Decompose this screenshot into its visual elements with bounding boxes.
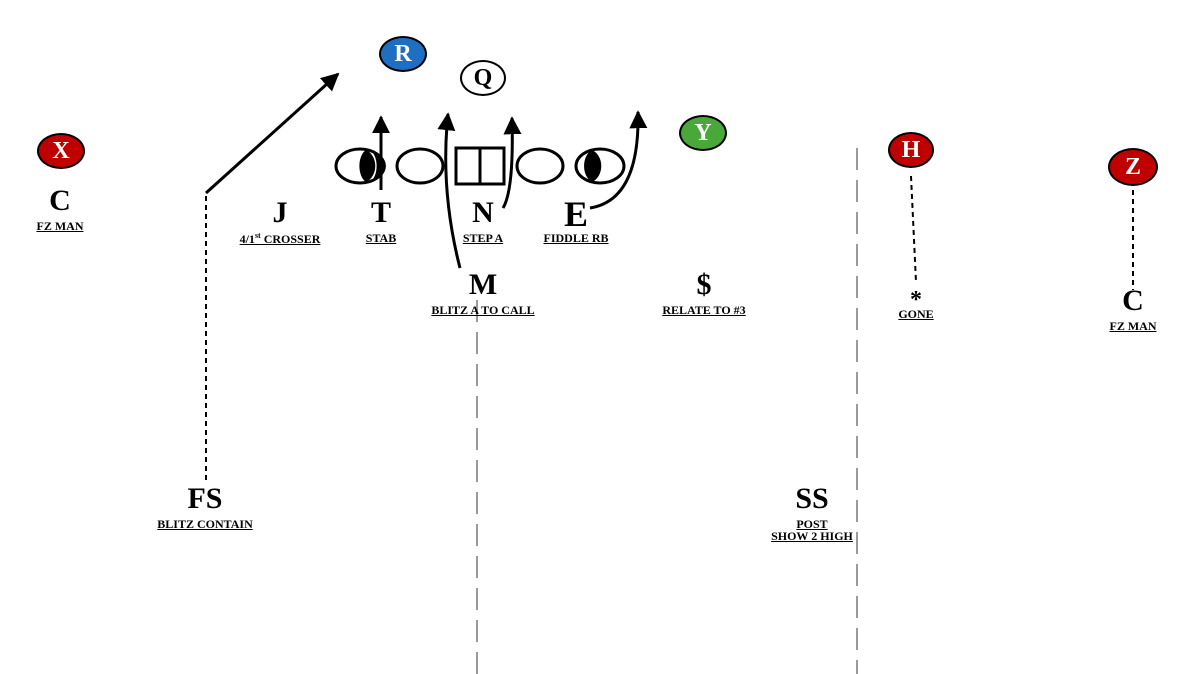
player-y: Y [679, 115, 727, 151]
left-guard [395, 147, 445, 185]
defender-e: E FIDDLE RB [543, 194, 609, 245]
player-z: Z [1108, 148, 1158, 186]
player-r: R [379, 36, 427, 72]
right-guard [515, 147, 565, 185]
defender-ss: SS POST SHOW 2 HIGH [771, 482, 853, 543]
player-q: Q [460, 60, 506, 96]
right-tackle [574, 147, 626, 185]
defender-c-left: C FZ MAN [36, 184, 84, 233]
player-h: H [888, 132, 934, 168]
center [454, 146, 506, 186]
defender-star: * GONE [898, 287, 934, 321]
n-step-arrow [501, 116, 522, 209]
j-task: 4/1st CROSSER [239, 231, 321, 246]
defender-m: M BLITZ A TO CALL [431, 268, 535, 317]
player-x: X [37, 133, 85, 169]
defender-dollar: $ RELATE TO #3 [662, 268, 746, 317]
e-fiddle-arrow [589, 110, 648, 210]
m-blitz-arrow [437, 112, 462, 269]
left-tackle [334, 147, 386, 185]
defender-fs: FS BLITZ CONTAIN [157, 482, 253, 531]
star-man-line [910, 175, 917, 283]
defender-t: T STAB [365, 196, 397, 245]
defender-n: N STEP A [462, 196, 504, 245]
defender-j: J 4/1st CROSSER [220, 198, 340, 246]
defender-c-right: C FZ MAN [1109, 284, 1157, 333]
fs-blitz-arrow [204, 72, 340, 195]
